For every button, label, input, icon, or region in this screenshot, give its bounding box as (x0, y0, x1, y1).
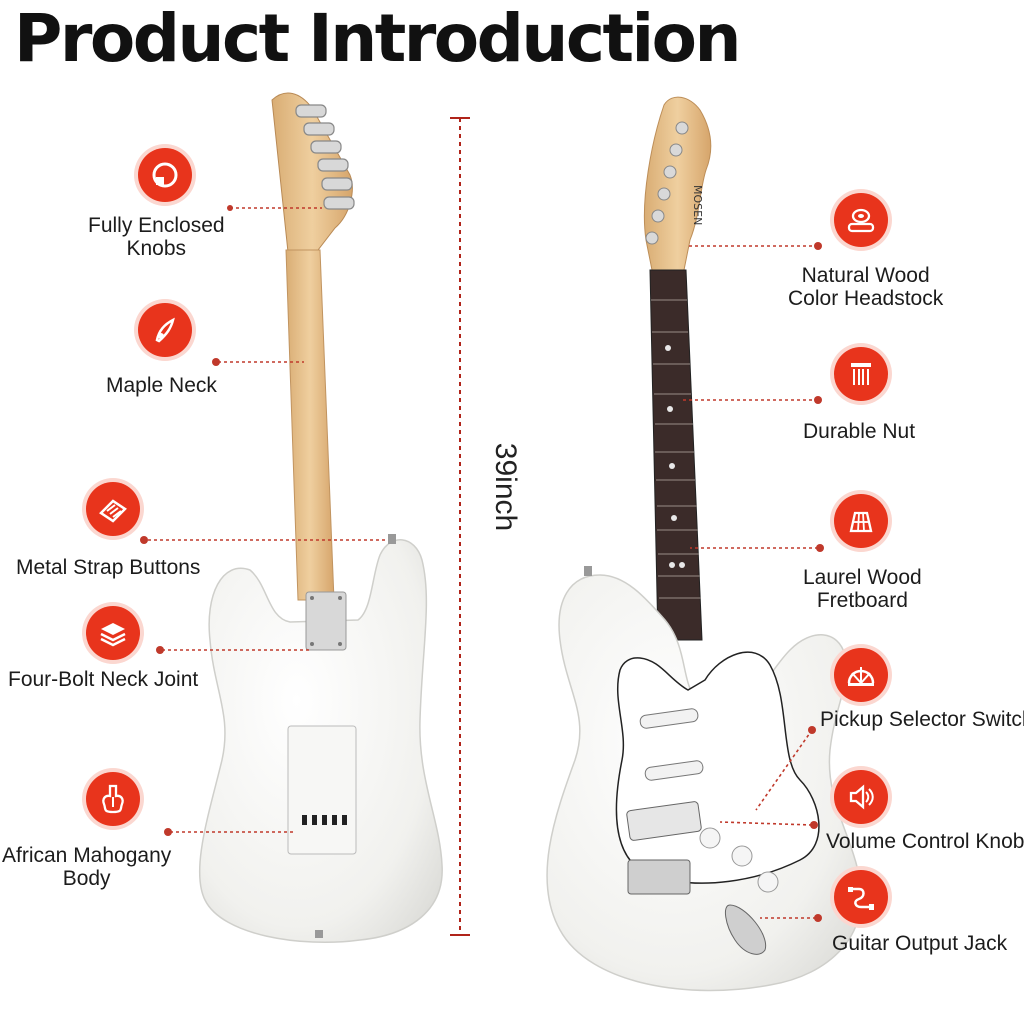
feature-durable-nut: Durable Nut (803, 420, 916, 443)
selector-switch-icon (834, 648, 888, 702)
fretboard-icon (834, 494, 888, 548)
strap-button-icon (86, 482, 140, 536)
feature-volume-control-knob: Volume Control Knob (826, 830, 1024, 853)
feature-african-mahogany-body: African Mahogany Body (2, 844, 172, 890)
feature-maple-neck: Maple Neck (106, 374, 217, 397)
front-view-guitar: MOSEN (546, 96, 863, 992)
knob-icon (138, 148, 192, 202)
feature-metal-strap-buttons: Metal Strap Buttons (16, 556, 201, 579)
layers-icon (86, 606, 140, 660)
feature-natural-wood-headstock: Natural Wood Color Headstock (788, 264, 944, 310)
cable-icon (834, 870, 888, 924)
dimension-line (450, 117, 470, 936)
back-view-guitar (198, 92, 443, 943)
headstock-icon (834, 193, 888, 247)
feature-pickup-selector-switch: Pickup Selector Switch (820, 708, 1024, 731)
feature-four-bolt-neck-joint: Four-Bolt Neck Joint (8, 668, 199, 691)
guitar-body-icon (86, 772, 140, 826)
nut-icon (834, 347, 888, 401)
length-dimension: 39inch (489, 442, 522, 532)
neck-icon (138, 303, 192, 357)
headstock-brand: MOSEN (691, 185, 704, 225)
speaker-icon (834, 770, 888, 824)
feature-guitar-output-jack: Guitar Output Jack (832, 932, 1008, 955)
page-title: Product Introduction (14, 0, 741, 77)
feature-fully-enclosed-knobs: Fully Enclosed Knobs (88, 214, 225, 260)
feature-laurel-wood-fretboard: Laurel Wood Fretboard (803, 566, 922, 612)
leader-lines (148, 207, 818, 919)
